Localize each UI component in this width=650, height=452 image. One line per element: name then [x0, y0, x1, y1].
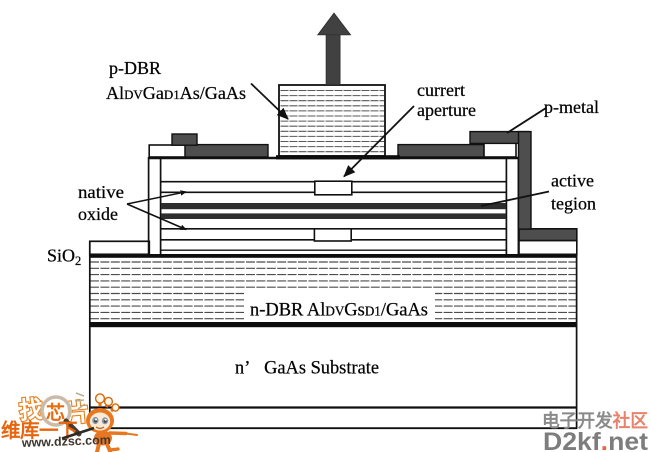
svg-text:www.dzsc.com: www.dzsc.com: [21, 433, 111, 450]
svg-text:D2kf.net: D2kf.net: [543, 428, 649, 452]
svg-text:p-DBR: p-DBR: [109, 58, 161, 78]
svg-text:currert: currert: [417, 80, 465, 100]
svg-text:oxide: oxide: [78, 204, 118, 224]
svg-text:芯: 芯: [46, 401, 65, 424]
svg-text:native: native: [78, 182, 124, 202]
svg-text:维库一下: 维库一下: [1, 419, 77, 442]
svg-text:SiO2: SiO2: [47, 246, 81, 269]
svg-text:电子开发社区: 电子开发社区: [542, 410, 648, 431]
svg-text:tegion: tegion: [551, 194, 596, 214]
svg-text:n’ GaAs Substrate: n’ GaAs Substrate: [235, 358, 379, 379]
svg-text:n-DBR AlDVGsD1/GaAs: n-DBR AlDVGsD1/GaAs: [250, 300, 428, 321]
svg-text:aperture: aperture: [417, 100, 476, 120]
svg-text:找: 找: [18, 396, 44, 425]
svg-text:active: active: [551, 171, 594, 191]
svg-text:p-metal: p-metal: [544, 97, 599, 117]
svg-text:AlDVGaD1As/GaAs: AlDVGaD1As/GaAs: [106, 83, 246, 103]
